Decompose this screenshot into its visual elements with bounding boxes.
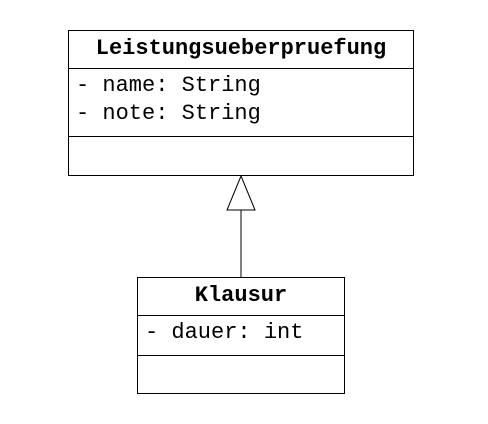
operations-compartment: [69, 137, 413, 175]
operations-compartment: [138, 356, 344, 393]
class-name: Klausur: [138, 278, 344, 316]
inheritance-triangle-icon: [226, 174, 256, 211]
class-box-klausur[interactable]: Klausur - dauer: int: [137, 277, 345, 394]
attributes-compartment: - name: String - note: String: [69, 69, 413, 137]
attribute-note: - note: String: [76, 101, 261, 126]
attributes-compartment: - dauer: int: [138, 316, 344, 356]
attribute-dauer: - dauer: int: [145, 320, 304, 345]
attribute-name: - name: String: [76, 73, 261, 98]
class-name: Leistungsueberpruefung: [69, 31, 413, 69]
class-box-leistungsueberpruefung[interactable]: Leistungsueberpruefung - name: String - …: [68, 30, 414, 176]
